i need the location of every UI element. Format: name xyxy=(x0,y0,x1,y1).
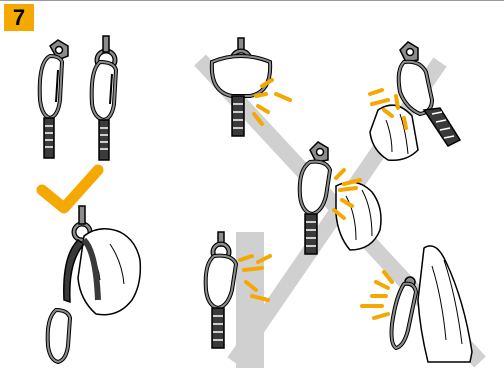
panel-correct-sling xyxy=(48,206,141,362)
impact-lines-icon xyxy=(362,272,392,318)
sling-icon xyxy=(232,96,244,136)
sling-icon xyxy=(305,214,317,254)
panel-wrong-rock-nose xyxy=(370,42,460,160)
carabiner-icon xyxy=(392,284,417,348)
sling-icon xyxy=(99,120,109,160)
sling-icon xyxy=(44,118,54,158)
check-mark-icon xyxy=(42,170,98,208)
sling-icon xyxy=(424,108,460,146)
carabiner-icon xyxy=(206,256,236,308)
sling-icon xyxy=(212,308,224,348)
panel-correct-ring xyxy=(92,36,116,160)
panel-correct-hanger xyxy=(40,40,68,158)
